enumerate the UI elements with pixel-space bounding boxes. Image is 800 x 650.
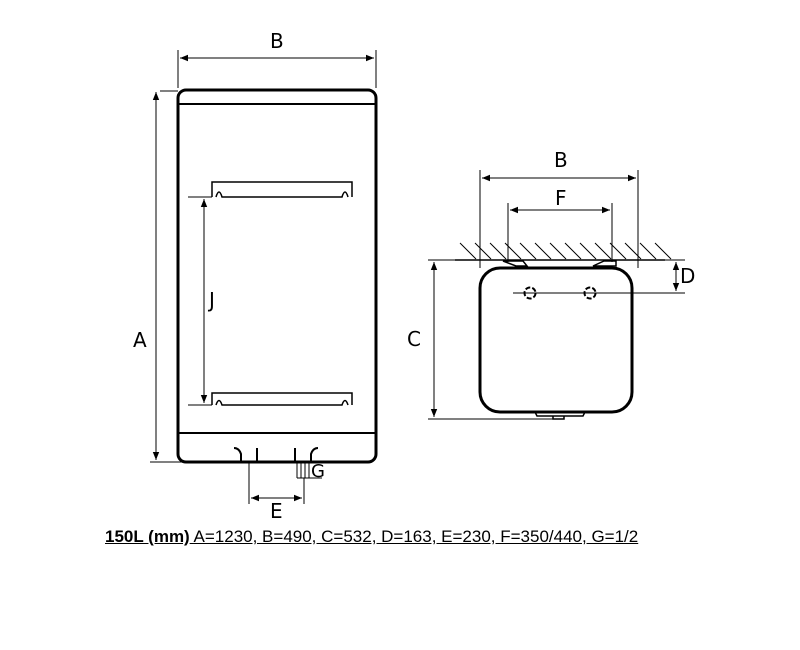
- tank-side-body: [478, 266, 634, 414]
- wall-bracket-right: [592, 260, 617, 267]
- hatch-line: [549, 242, 567, 260]
- wall-hatching: [459, 242, 672, 260]
- pipe-thread-g: [296, 463, 322, 479]
- right-pipe: [294, 447, 319, 463]
- spec-values: A=1230, B=490, C=532, D=163, E=230, F=35…: [193, 527, 639, 546]
- hatch-line: [654, 242, 672, 260]
- hatch-line: [594, 242, 612, 260]
- hatch-line: [534, 242, 552, 260]
- spec-model: 150L (mm): [105, 527, 190, 546]
- side-view: [428, 170, 685, 420]
- hatch-line: [639, 242, 657, 260]
- label-c: C: [407, 327, 421, 351]
- bottom-bracket: [211, 392, 353, 406]
- label-b-side: B: [554, 148, 568, 172]
- label-j: J: [207, 288, 215, 312]
- top-bracket: [211, 181, 353, 198]
- label-f: F: [555, 186, 567, 210]
- hatch-line: [474, 242, 492, 260]
- bottom-outlet: [534, 411, 586, 420]
- hatch-line: [459, 242, 477, 260]
- front-view: [150, 50, 378, 504]
- hatch-line: [624, 242, 642, 260]
- label-b: B: [270, 29, 284, 53]
- wall-bracket-left: [502, 260, 529, 267]
- label-g: G: [311, 461, 325, 482]
- tank-body: [176, 88, 378, 464]
- label-a: A: [133, 328, 147, 352]
- hatch-line: [609, 242, 627, 260]
- specification-line: 150L (mm) A=1230, B=490, C=532, D=163, E…: [105, 527, 638, 547]
- label-d: D: [680, 264, 695, 288]
- hatch-line: [489, 242, 507, 260]
- hatch-line: [504, 242, 522, 260]
- hatch-line: [519, 242, 537, 260]
- label-e: E: [270, 499, 283, 523]
- hatch-line: [564, 242, 582, 260]
- left-pipe: [233, 447, 258, 463]
- hatch-line: [579, 242, 597, 260]
